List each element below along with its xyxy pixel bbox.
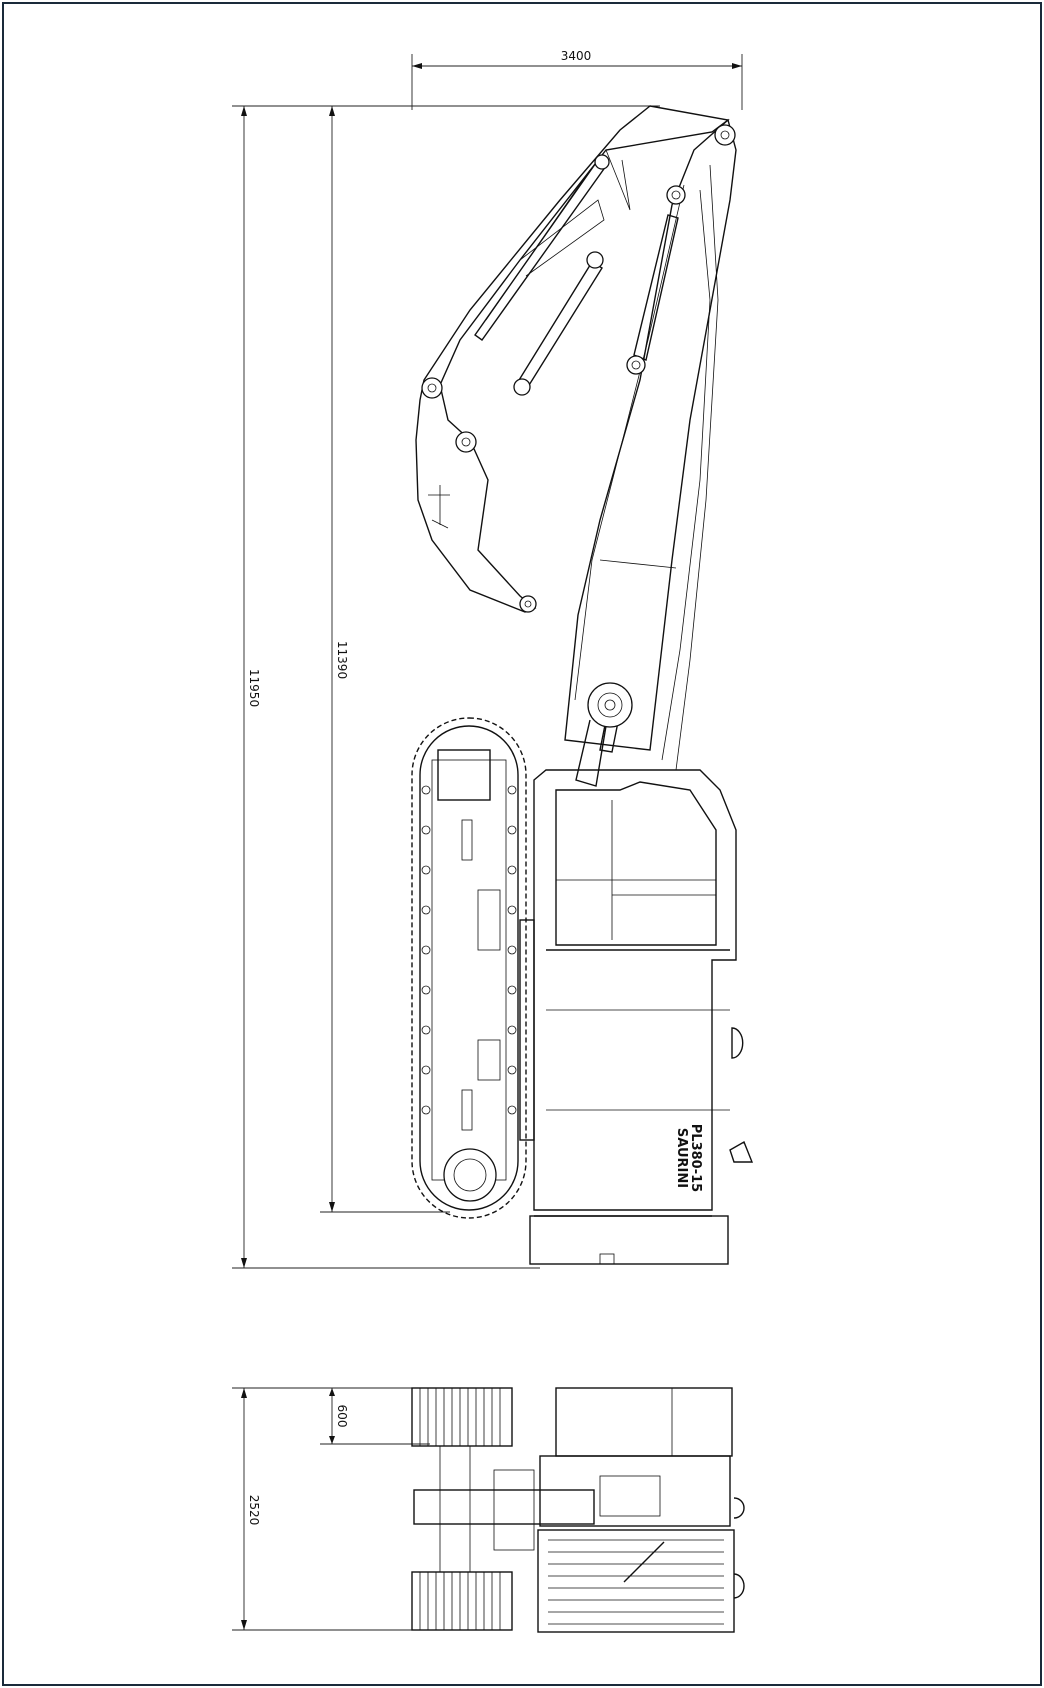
- dimension-label-track-width: 600: [335, 1405, 349, 1428]
- dimension-label-height-boom: 11390: [335, 641, 349, 679]
- brand-label: SAURINI: [674, 1128, 689, 1188]
- boom-assembly: [415, 105, 737, 787]
- dimension-label-base-width: 2520: [247, 1495, 261, 1526]
- dimension-label-width: 3400: [561, 49, 592, 63]
- dimension-track-width: 600: [320, 1387, 430, 1445]
- model-label: PL380-15: [688, 1124, 703, 1192]
- dimension-height-boom: 11390: [320, 105, 450, 1213]
- crawler-track: [411, 717, 535, 1219]
- top-view: [411, 1387, 745, 1633]
- dimension-height-total: 11950: [232, 105, 660, 1269]
- dimension-width-top: 3400: [411, 49, 743, 110]
- machine-body: PL380-15 SAURINI: [529, 769, 754, 1265]
- dimension-label-height-total: 11950: [247, 669, 261, 707]
- dimension-base-width: 2520: [232, 1387, 420, 1631]
